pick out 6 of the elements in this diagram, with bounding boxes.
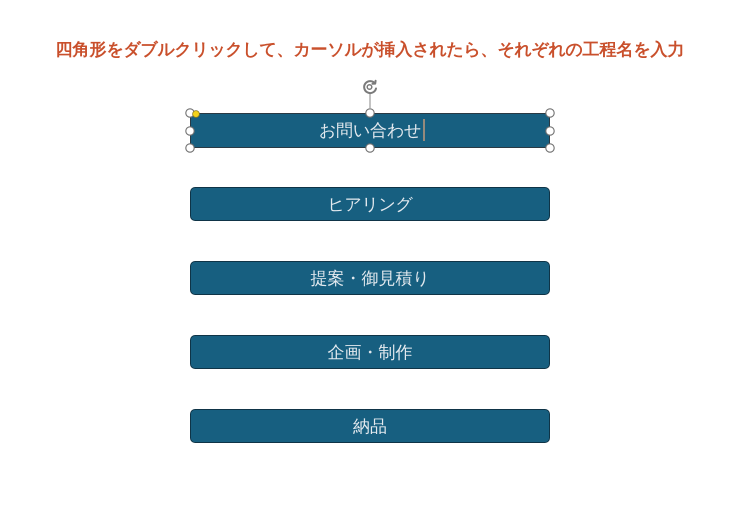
heading: 四角形をダブルクリックして、カーソルが挿入されたら、それぞれの工程名を入力 xyxy=(54,39,686,62)
process-box: お問い合わせ xyxy=(190,113,550,148)
process-box: 提案・御見積り xyxy=(190,261,550,295)
process-box: ヒアリング xyxy=(190,187,550,221)
process-box: 企画・制作 xyxy=(190,335,550,369)
process-box: 納品 xyxy=(190,409,550,443)
